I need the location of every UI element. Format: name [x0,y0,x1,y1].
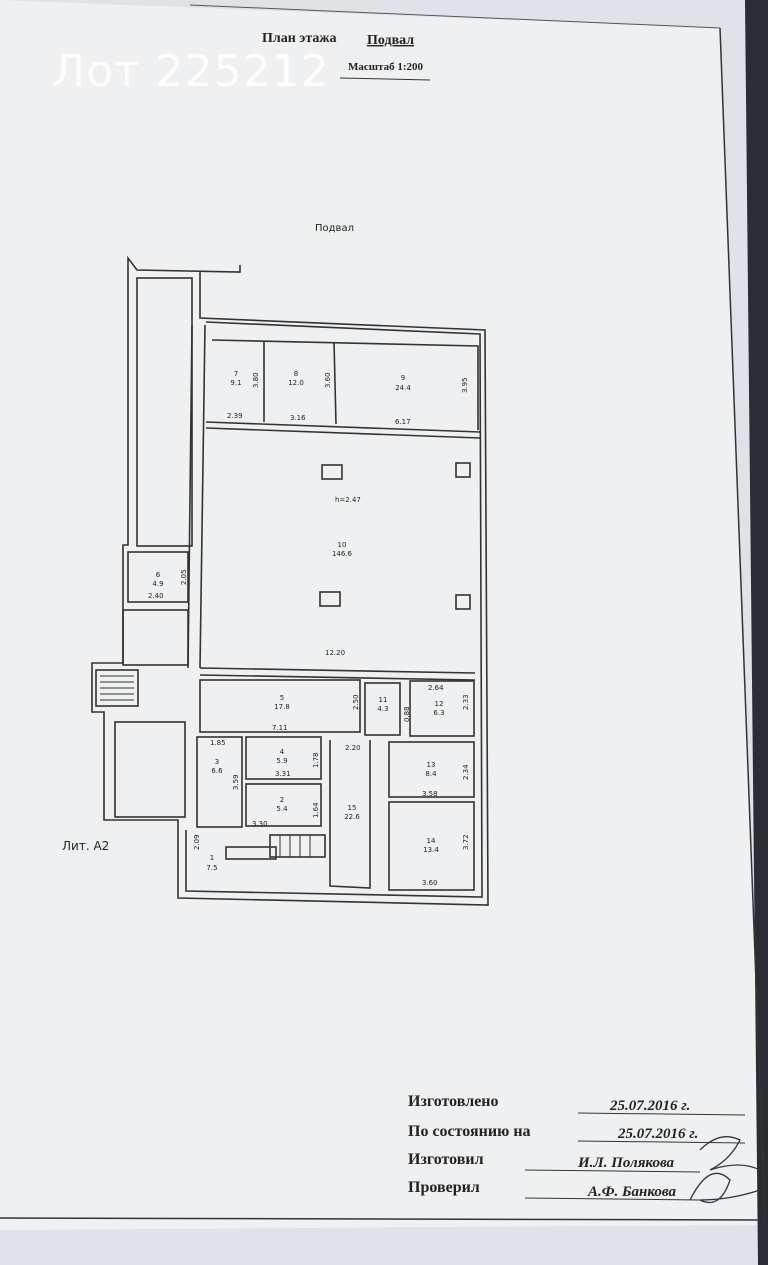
plan-text: 24.4 [395,384,411,392]
plan-text: 25.07.2016 г. [617,1126,698,1142]
plan-text: 1.64 [312,802,320,818]
plan-text: 4 [280,748,285,756]
plan-text: 12 [435,700,444,708]
plan-text: 2.33 [462,694,470,710]
plan-text: 7.5 [206,864,217,872]
plan-text: 8 [294,370,298,378]
plan-text: h=2.47 [335,496,361,504]
plan-text: 0.88 [403,706,411,722]
plan-text: 146.6 [332,550,353,558]
plan-text: 13.4 [423,846,439,854]
lot-watermark: Лот 225212 [52,46,330,97]
plan-text: 12.0 [288,379,304,387]
plan-text: Изготовлено [408,1093,499,1110]
scale-text: Масштаб 1:200 [348,61,424,73]
plan-text: 5 [280,694,284,702]
plan-text: 15 [348,804,357,812]
building-label: Лит. А2 [62,839,109,853]
plan-text: 6 [156,571,161,579]
plan-text: 2.05 [180,569,188,585]
plan-text: А.Ф. Банкова [587,1184,676,1200]
plan-text: 3.58 [422,790,438,798]
floor-name: Подвал [367,33,414,48]
plan-text: 3.72 [462,834,470,850]
plan-text: 2.39 [227,412,243,420]
plan-text: 3.59 [232,774,240,790]
plan-text: 3.16 [290,414,306,422]
plan-text: 3 [215,758,219,766]
plan-text: 3.31 [275,770,291,778]
floor-plan-walls [91,255,489,906]
plan-text: 13 [427,761,436,769]
plan-text: 3.80 [252,372,260,388]
plan-text: 3.30 [252,820,268,828]
plan-text: 12.20 [325,649,345,657]
plan-text: И.Л. Полякова [577,1155,675,1171]
plan-text: 1.78 [312,752,320,768]
plan-text: Проверил [408,1179,480,1196]
plan-text: 3.60 [324,372,332,388]
plan-text: 22.6 [344,813,360,821]
plan-text: 2.40 [148,592,164,600]
plan-text: 9 [401,374,405,382]
plan-text: 3.60 [422,879,438,887]
plan-text: 1 [210,854,214,862]
plan-text: 2.20 [345,744,361,752]
signature-icon [689,1136,761,1204]
plan-text: 4.9 [152,580,163,588]
plan-label: Подвал [315,223,354,234]
plan-text: 5.4 [276,805,288,813]
plan-text: 2.64 [428,684,444,692]
plan-text: 17.8 [274,703,290,711]
plan-text: 2 [280,796,284,804]
plan-text: 1.85 [210,739,226,747]
plan-text: 9.1 [230,379,241,387]
plan-text: 7 [234,370,238,378]
plan-text: 2.50 [352,694,360,710]
plan-text: 6.17 [395,418,411,426]
plan-text: 5.9 [276,757,287,765]
plan-title: План этажа [262,31,337,46]
plan-text: Изготовил [408,1151,484,1168]
footer-block: Изготовлено 25.07.2016 г. По состоянию н… [408,1093,761,1204]
dimension-labels: 3.80 3.60 3.95 2.39 3.16 6.17 h=2.47 2.0… [148,372,470,887]
plan-text: 2.34 [462,764,470,780]
plan-text: 6.6 [211,767,223,775]
plan-text: 4.3 [377,705,388,713]
plan-text: 10 [338,541,347,549]
plan-text: 14 [427,837,436,845]
plan-text: 7.11 [272,724,288,732]
plan-text: 25.07.2016 г. [609,1098,690,1114]
plan-text: По состоянию на [408,1123,531,1140]
plan-text: 8.4 [425,770,437,778]
plan-text: 11 [379,696,388,704]
plan-text: 3.95 [461,377,469,393]
plan-text: 2.09 [193,834,201,850]
plan-text: 6.3 [433,709,444,717]
